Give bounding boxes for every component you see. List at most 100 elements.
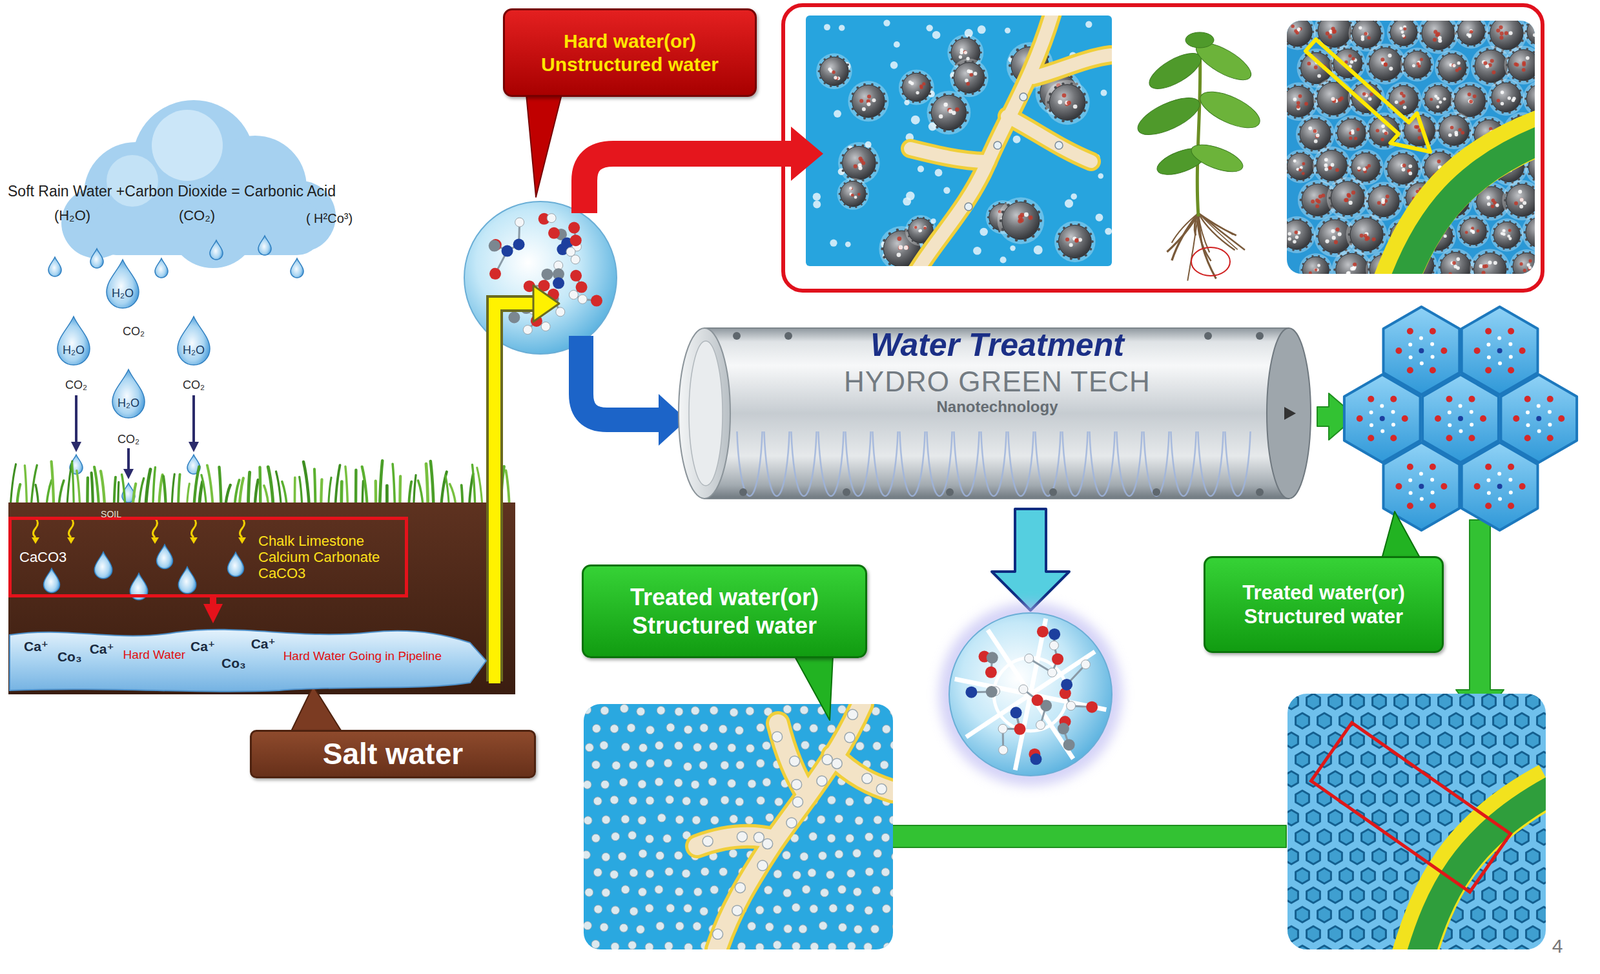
hard-water-membrane-view bbox=[1490, 204, 1495, 209]
hard-water-root-view bbox=[969, 72, 974, 77]
hard-water-membrane-view bbox=[1329, 252, 1333, 256]
seedling bbox=[1185, 32, 1214, 48]
structured-cluster bbox=[1369, 410, 1374, 415]
hard-water-membrane-view bbox=[1333, 240, 1338, 245]
hard-water-root-view bbox=[1064, 199, 1074, 208]
hard-water-membrane-view bbox=[1362, 189, 1365, 192]
hard-water-membrane-view bbox=[1405, 45, 1408, 48]
hard-water-root-view bbox=[868, 175, 872, 179]
hard-water-root-view bbox=[928, 111, 932, 114]
hard-water-root-view bbox=[882, 255, 886, 259]
hard-water-membrane-view bbox=[1368, 96, 1373, 101]
hard-water-membrane-view bbox=[1424, 103, 1427, 106]
process-arrows bbox=[533, 285, 560, 322]
hard-water-membrane-view bbox=[1369, 249, 1373, 253]
hard-water-membrane-view bbox=[1483, 61, 1488, 66]
seedling bbox=[1198, 213, 1216, 279]
hard-water-membrane-view bbox=[1352, 20, 1382, 48]
treated-flow-arrows bbox=[1456, 519, 1504, 722]
hard-water-membrane-view bbox=[1479, 78, 1482, 81]
hard-water-root-view bbox=[1013, 135, 1021, 144]
hard-water-membrane-view bbox=[1435, 66, 1438, 69]
hard-water-membrane-view bbox=[1368, 261, 1372, 265]
hard-water-membrane-view bbox=[1302, 256, 1329, 274]
hard-water-root-view bbox=[836, 177, 869, 210]
hard-water-membrane-view bbox=[1492, 233, 1495, 236]
hard-water-membrane-view bbox=[1466, 32, 1470, 37]
hard-water-membrane-view bbox=[1286, 20, 1535, 274]
hard-water-root-view bbox=[1077, 223, 1081, 226]
hard-water-membrane-view bbox=[1495, 203, 1500, 208]
hard-water-membrane-view bbox=[1355, 109, 1358, 112]
hard-water-membrane-view bbox=[1490, 218, 1524, 252]
hard-water-membrane-view bbox=[1480, 213, 1484, 216]
hard-water-membrane-view bbox=[1500, 187, 1504, 191]
structured-cluster bbox=[1469, 410, 1474, 414]
hard-water-membrane-view bbox=[1494, 216, 1497, 219]
hard-water-membrane-view bbox=[1490, 89, 1494, 92]
hard-water-membrane-view bbox=[1337, 74, 1340, 77]
structured-water-molecule bbox=[938, 602, 1123, 786]
hard-water-membrane-view bbox=[1507, 56, 1511, 60]
structured-cluster bbox=[1406, 328, 1414, 335]
hard-water-membrane-view bbox=[1397, 193, 1400, 196]
hard-water-membrane-view bbox=[1464, 60, 1467, 62]
hard-water-root-view bbox=[967, 36, 971, 39]
hard-water-membrane-view bbox=[1449, 144, 1453, 148]
hard-water-root-view bbox=[1074, 238, 1079, 243]
hard-water-membrane-view bbox=[1521, 39, 1524, 42]
hard-water-root-view bbox=[954, 39, 958, 42]
hard-water-membrane-view bbox=[1350, 179, 1353, 183]
hard-water-membrane-view bbox=[1440, 252, 1471, 274]
hard-water-root-view bbox=[860, 203, 863, 206]
grass bbox=[385, 485, 389, 504]
structured-cluster bbox=[1508, 354, 1513, 359]
hard-water-membrane-view bbox=[1519, 89, 1522, 92]
hard-water-membrane-view bbox=[1388, 234, 1391, 237]
hard-water-membrane-view bbox=[1447, 45, 1451, 49]
hard-water-membrane-view bbox=[1293, 84, 1297, 88]
hard-water-membrane-view bbox=[1305, 39, 1431, 152]
hard-water-membrane-view bbox=[1399, 27, 1403, 31]
hard-water-root-view bbox=[1055, 141, 1063, 150]
hard-water-root-view bbox=[905, 74, 909, 77]
grass bbox=[46, 480, 52, 504]
hard-water-root-view bbox=[1070, 193, 1077, 200]
grass bbox=[362, 481, 363, 504]
hard-water-root-view bbox=[823, 58, 826, 61]
hard-water-root-view bbox=[1054, 220, 1096, 263]
hard-water-membrane-view bbox=[1346, 117, 1350, 121]
hard-water-membrane-view bbox=[1495, 83, 1498, 87]
hard-water-membrane-view bbox=[1328, 165, 1333, 170]
hard-water-root-view bbox=[931, 94, 966, 130]
grass bbox=[158, 474, 163, 504]
hard-water-membrane-view bbox=[1316, 89, 1320, 93]
hard-water-membrane-view bbox=[1305, 211, 1309, 215]
structured-cluster bbox=[1508, 490, 1513, 494]
hard-water-membrane-view bbox=[1350, 47, 1353, 50]
grass bbox=[199, 481, 203, 504]
hard-water-membrane-view bbox=[1286, 171, 1289, 174]
structured-cluster bbox=[1468, 395, 1476, 403]
hard-water-root-view bbox=[842, 82, 846, 85]
hard-water-membrane-view bbox=[1412, 49, 1415, 52]
hard-water-membrane-view bbox=[1352, 262, 1357, 267]
hard-water-membrane-view bbox=[1465, 83, 1468, 87]
hard-water-membrane-view bbox=[1321, 83, 1325, 87]
hard-water-membrane-view bbox=[1367, 129, 1371, 133]
structured-cluster bbox=[1558, 415, 1565, 422]
hard-water-root-view bbox=[1056, 240, 1059, 243]
hard-water-membrane-view bbox=[1308, 126, 1313, 131]
hard-water-membrane-view bbox=[1314, 97, 1318, 101]
hard-water-membrane-view bbox=[1489, 96, 1493, 99]
hard-water-membrane-view bbox=[1296, 104, 1301, 109]
hard-water-membrane-view bbox=[1454, 85, 1486, 117]
hard-water-root-view bbox=[838, 24, 845, 31]
hard-water-membrane-view bbox=[1483, 92, 1487, 96]
hard-water-molecule bbox=[570, 234, 582, 247]
hard-water-root-view bbox=[993, 141, 1002, 150]
hard-water-membrane-view bbox=[1286, 149, 1318, 184]
hard-water-root-view bbox=[884, 100, 888, 103]
hard-water-root-view bbox=[1033, 245, 1043, 255]
hard-water-membrane-view bbox=[1350, 213, 1353, 217]
